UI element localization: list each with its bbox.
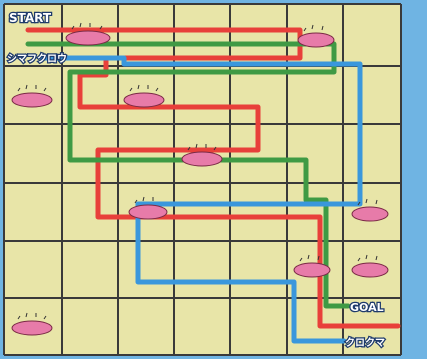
kurokuma-label: クロクマ [345, 337, 385, 349]
start-label: START [9, 11, 52, 25]
goal-label: GOAL [350, 301, 384, 314]
shimafukurou-label: シマフクロウ [7, 53, 67, 65]
